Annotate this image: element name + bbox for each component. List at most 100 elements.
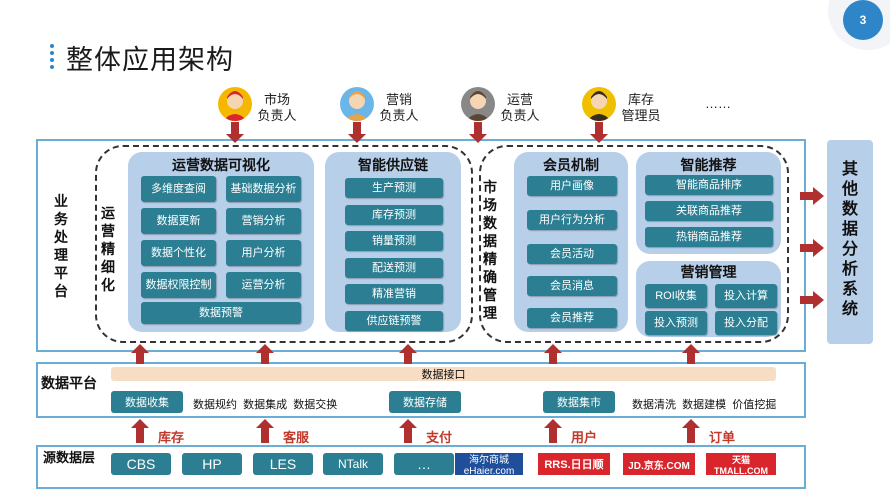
up-arrow-source-stem	[549, 428, 557, 443]
other-systems-label: 其他数据分析系统	[841, 161, 858, 318]
up-arrow-business-head	[399, 344, 417, 353]
business-platform-label: 业务处理平台	[54, 193, 68, 299]
role-label: 库存 管理员	[621, 92, 661, 123]
supply-item-button[interactable]: 库存预测	[345, 204, 443, 225]
member-item-button[interactable]: 会员推荐	[527, 308, 617, 328]
platform-text-b: 数据清洗 数据建模 价值挖掘	[632, 399, 777, 411]
viz-item-button[interactable]: 数据更新	[141, 208, 216, 234]
viz-item-button[interactable]: 运营分析	[226, 272, 301, 298]
role-arrow-stem	[595, 122, 603, 134]
tmall-logo: 天猫 TMALL.COM	[706, 453, 776, 476]
role-arrow-head	[226, 134, 244, 143]
up-arrow-business-stem	[687, 353, 695, 364]
source-arrow-label: 订单	[709, 430, 736, 445]
marketing-item-button[interactable]: 投入分配	[715, 311, 777, 335]
viz-panel-title: 运营数据可视化	[172, 157, 270, 173]
up-arrow-business-head	[682, 344, 700, 353]
ops-refinement-group	[95, 145, 473, 343]
up-arrow-business-stem	[549, 353, 557, 364]
title-dots-icon	[50, 44, 54, 72]
supply-item-button[interactable]: 精准营销	[345, 284, 443, 304]
marketing-panel-title: 营销管理	[680, 264, 737, 280]
viz-item-button[interactable]: 数据权限控制	[141, 272, 216, 298]
recommend-panel-title: 智能推荐	[680, 157, 737, 173]
supply-item-button[interactable]: 供应链预警	[345, 310, 443, 331]
recommend-item-button[interactable]: 智能商品排序	[645, 175, 773, 195]
right-arrow-head	[813, 187, 824, 205]
up-arrow-source-stem	[687, 428, 695, 443]
source-item: CBS	[111, 453, 171, 475]
right-arrow-stem	[800, 296, 814, 304]
data-store-button[interactable]: 数据存储	[389, 391, 461, 413]
up-arrow-business-head	[256, 344, 274, 353]
role-label: ……	[705, 96, 731, 111]
role-label: 营销 负责人	[379, 92, 419, 123]
viz-bottom-button[interactable]: 数据预警	[141, 302, 301, 324]
source-item: HP	[182, 453, 242, 475]
ehaier-logo: 海尔商城 eHaier.com	[455, 453, 523, 477]
supply-panel-title: 智能供应链	[358, 157, 428, 173]
role-arrow-head	[469, 134, 487, 143]
up-arrow-business-head	[131, 344, 149, 353]
up-arrow-business-stem	[261, 353, 269, 364]
member-item-button[interactable]: 用户行为分析	[527, 210, 617, 230]
member-item-button[interactable]: 会员活动	[527, 244, 617, 264]
member-panel-title: 会员机制	[543, 157, 599, 173]
source-arrow-label: 用户	[571, 430, 598, 445]
source-data-label: 源数据层	[42, 450, 95, 465]
up-arrow-source-head	[682, 419, 700, 428]
viz-item-button[interactable]: 营销分析	[226, 208, 301, 234]
jd-logo: JD.京东.COM	[623, 453, 695, 475]
data-mart-button[interactable]: 数据集市	[543, 391, 615, 413]
viz-item-button[interactable]: 基础数据分析	[226, 176, 301, 202]
up-arrow-source-stem	[404, 428, 412, 443]
role-arrow-head	[348, 134, 366, 143]
ops-refinement-label: 运营精细化	[101, 205, 115, 293]
right-arrow-stem	[800, 244, 814, 252]
marketing-item-button[interactable]: 投入预测	[645, 311, 707, 335]
data-interface-bar: 数据接口	[111, 367, 776, 381]
recommend-item-button[interactable]: 关联商品推荐	[645, 201, 773, 221]
supply-item-button[interactable]: 配送预测	[345, 257, 443, 278]
up-arrow-business-head	[544, 344, 562, 353]
source-arrow-label: 客服	[283, 430, 310, 445]
supply-item-button[interactable]: 生产预测	[345, 178, 443, 198]
source-arrow-label: 库存	[158, 430, 185, 445]
source-item: NTalk	[323, 453, 383, 475]
role-label: 市场 负责人	[257, 92, 297, 123]
other-systems-box	[827, 140, 873, 344]
right-arrow-head	[813, 239, 824, 257]
market-data-label: 市场数据精确管理	[483, 179, 497, 321]
source-arrow-label: 支付	[426, 430, 453, 445]
recommend-item-button[interactable]: 热销商品推荐	[645, 227, 773, 247]
marketing-item-button[interactable]: ROI收集	[645, 284, 707, 308]
up-arrow-source-head	[256, 419, 274, 428]
role-label: 运营 负责人	[500, 92, 540, 123]
right-arrow-head	[813, 291, 824, 309]
platform-text-a: 数据规约 数据集成 数据交换	[193, 399, 338, 411]
up-arrow-source-head	[544, 419, 562, 428]
right-arrow-stem	[800, 192, 814, 200]
data-collect-button[interactable]: 数据收集	[111, 391, 183, 413]
source-item: LES	[253, 453, 313, 475]
viz-item-button[interactable]: 多维度查阅	[141, 176, 216, 202]
viz-item-button[interactable]: 用户分析	[226, 240, 301, 266]
up-arrow-business-stem	[404, 353, 412, 364]
up-arrow-source-head	[399, 419, 417, 428]
source-item: …	[394, 453, 454, 475]
market-data-group	[479, 145, 789, 343]
role-avatar-icon	[218, 87, 252, 121]
role-avatar-icon	[582, 87, 616, 121]
up-arrow-source-stem	[261, 428, 269, 443]
data-platform-label: 数据平台	[41, 375, 97, 391]
supply-item-button[interactable]: 销量预测	[345, 231, 443, 251]
up-arrow-source-stem	[136, 428, 144, 443]
rrs-logo: RRS.日日顺	[538, 453, 610, 475]
role-arrow-stem	[474, 122, 482, 134]
member-item-button[interactable]: 会员消息	[527, 276, 617, 296]
member-item-button[interactable]: 用户画像	[527, 176, 617, 196]
marketing-item-button[interactable]: 投入计算	[715, 284, 777, 308]
role-avatar-icon	[340, 87, 374, 121]
viz-item-button[interactable]: 数据个性化	[141, 240, 216, 266]
role-arrow-stem	[353, 122, 361, 134]
